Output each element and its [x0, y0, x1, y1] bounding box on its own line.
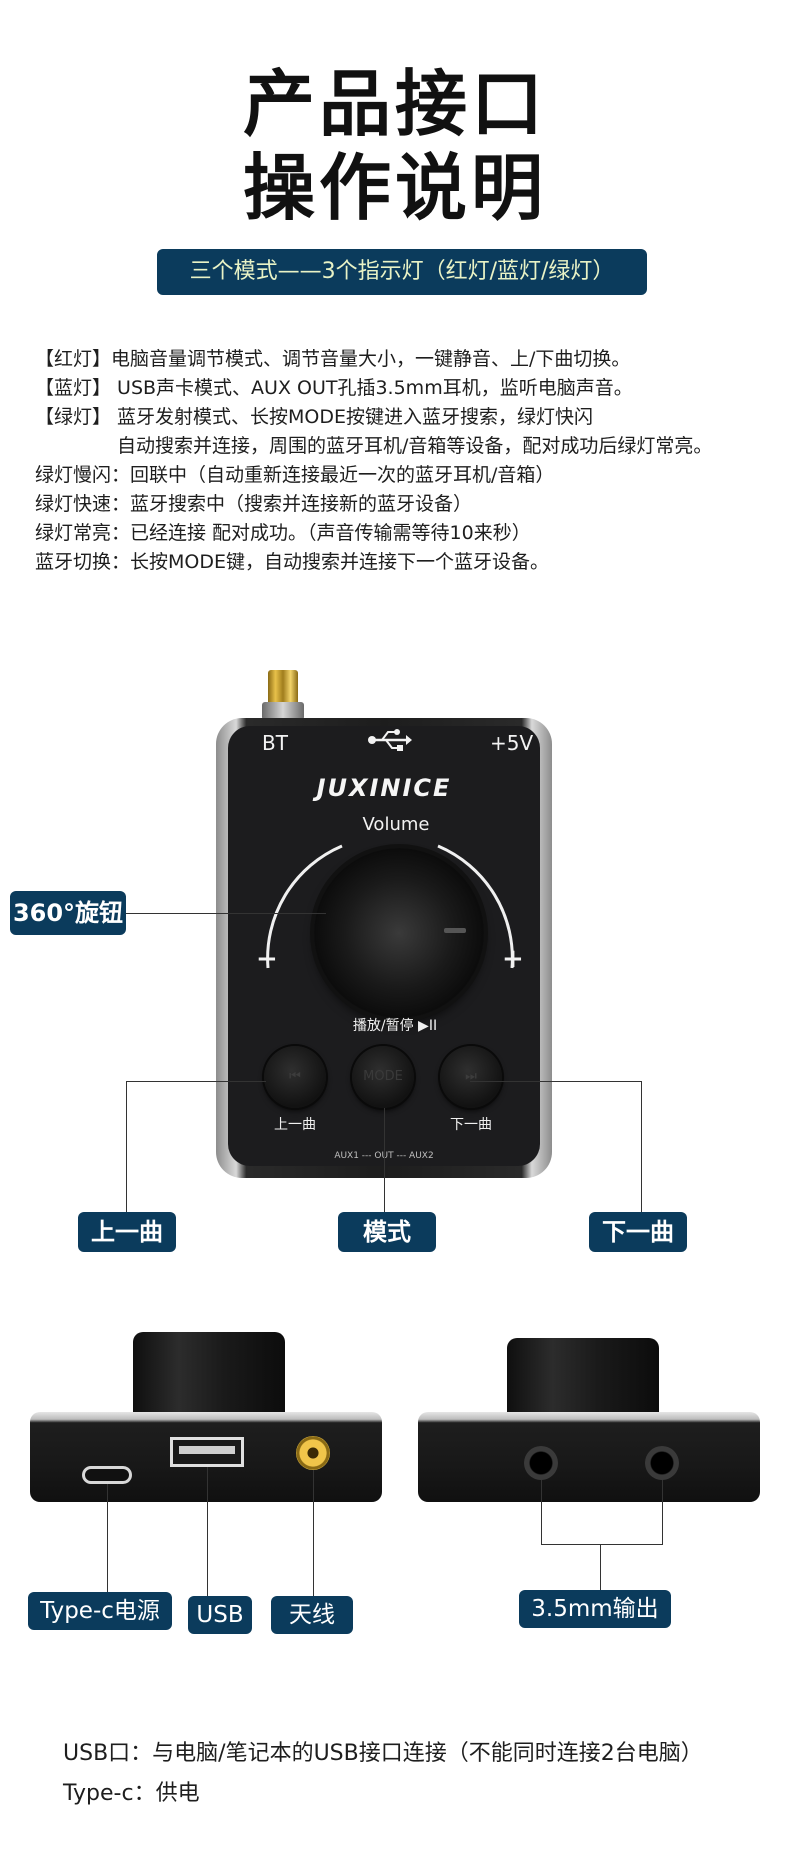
volume-label: Volume — [362, 814, 430, 835]
volume-knob[interactable] — [314, 848, 484, 1018]
knob-indicator — [444, 928, 466, 933]
desc-green-2: 自动搜索并连接，周围的蓝牙耳机/音箱等设备，配对成功后绿灯常亮。 — [117, 435, 713, 457]
mode-callout: 模式 — [338, 1212, 436, 1252]
prev-button-label: 上一曲 — [274, 1117, 316, 1133]
mode-leader-v — [384, 1108, 385, 1223]
device-front-view — [418, 1412, 760, 1502]
aux-leader-h — [541, 1544, 663, 1545]
mode-subtitle-banner: 三个模式——3个指示灯（红灯/蓝灯/绿灯） — [157, 249, 647, 295]
next-leader-h — [470, 1081, 642, 1082]
output-callout: 3.5mm输出 — [519, 1590, 671, 1628]
next-icon: ⏭ — [465, 1069, 477, 1084]
aux1-leader — [541, 1480, 542, 1544]
next-track-button[interactable]: ⏭ — [440, 1046, 502, 1108]
prev-leader-v — [126, 1081, 127, 1223]
usb-port-tongue — [179, 1446, 235, 1454]
desc-bt-switch: 蓝牙切换：长按MODE键，自动搜索并连接下一个蓝牙设备。 — [35, 551, 549, 573]
mode-description: 【红灯】电脑音量调节模式、调节音量大小，一键静音、上/下曲切换。 【蓝灯】 US… — [35, 345, 775, 577]
knob-callout: 360°旋钮 — [10, 891, 126, 935]
play-pause-label: 播放/暂停 ▶II — [352, 1018, 438, 1034]
prev-leader-h — [126, 1081, 266, 1082]
desc-red: 【红灯】电脑音量调节模式、调节音量大小，一键静音、上/下曲切换。 — [35, 348, 631, 370]
usb-callout: USB — [188, 1596, 252, 1634]
typec-note: Type-c：供电 — [63, 1781, 200, 1806]
aux-jack-2 — [645, 1446, 679, 1480]
typec-leader — [107, 1484, 108, 1596]
knob-side-left — [133, 1332, 285, 1418]
page-title-line1: 产品接口 — [242, 62, 547, 146]
antenna-port — [296, 1436, 330, 1470]
prev-track-button[interactable]: ⏮ — [264, 1046, 326, 1108]
bt-label: BT — [262, 731, 288, 755]
desc-fast-blink: 绿灯快速：蓝牙搜索中（搜索并连接新的蓝牙设备） — [35, 493, 473, 515]
aux-leader-v — [600, 1544, 601, 1592]
next-button-label: 下一曲 — [450, 1117, 492, 1133]
page-title-line2: 操作说明 — [242, 146, 547, 230]
desc-steady: 绿灯常亮：已经连接 配对成功。（声音传输需等待10来秒） — [35, 522, 531, 544]
prev-callout: 上一曲 — [78, 1212, 176, 1252]
brand-logo: JUXINICE — [316, 774, 452, 802]
usb-note: USB口：与电脑/笔记本的USB接口连接（不能同时连接2台电脑） — [63, 1741, 703, 1766]
volume-minus-label: − — [256, 944, 278, 974]
mode-button[interactable]: MODE — [352, 1046, 414, 1108]
usb-logo-icon — [366, 728, 412, 758]
typec-port — [82, 1466, 132, 1484]
volume-arc — [266, 844, 514, 969]
knob-leader-line — [126, 913, 326, 914]
aux-jack-1 — [524, 1446, 558, 1480]
desc-blue: 【蓝灯】 USB声卡模式、AUX OUT孔插3.5mm耳机，监听电脑声音。 — [35, 377, 633, 399]
usb-port — [170, 1437, 244, 1467]
prev-icon: ⏮ — [289, 1069, 301, 1084]
typec-callout: Type-c电源 — [28, 1592, 172, 1630]
knob-side-right — [507, 1338, 659, 1418]
antenna-base — [262, 702, 304, 720]
usb-leader — [207, 1467, 208, 1596]
next-leader-v — [641, 1081, 642, 1223]
volume-plus-label: + — [502, 944, 524, 974]
antenna-leader — [313, 1470, 314, 1596]
power-label: +5V — [490, 731, 534, 755]
antenna-callout: 天线 — [271, 1596, 353, 1634]
next-callout: 下一曲 — [589, 1212, 687, 1252]
desc-slow-blink: 绿灯慢闪：回联中（自动重新连接最近一次的蓝牙耳机/音箱） — [35, 464, 555, 486]
desc-green-1: 【绿灯】 蓝牙发射模式、长按MODE按键进入蓝牙搜索，绿灯快闪 — [35, 406, 594, 428]
aux2-leader — [662, 1480, 663, 1544]
